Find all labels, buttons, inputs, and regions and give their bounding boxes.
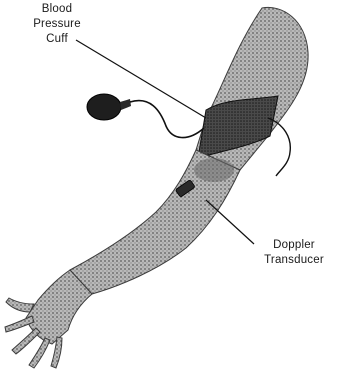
- cuff-label-line-1: Blood: [22, 2, 92, 17]
- doppler-label-line-2: Transducer: [252, 253, 336, 268]
- doppler-transducer-label: Doppler Transducer: [252, 238, 336, 268]
- inflation-bulb: [87, 94, 121, 120]
- cuff-tubing: [130, 101, 204, 138]
- bulb-valve: [120, 99, 131, 110]
- doppler-label-line-1: Doppler: [252, 238, 336, 253]
- doppler-leader-line: [206, 200, 254, 244]
- cuff-label-line-2: Pressure: [22, 17, 92, 32]
- blood-pressure-cuff-label: Blood Pressure Cuff: [22, 2, 92, 47]
- cuff-label-line-3: Cuff: [22, 32, 92, 47]
- elbow-shading: [194, 158, 234, 182]
